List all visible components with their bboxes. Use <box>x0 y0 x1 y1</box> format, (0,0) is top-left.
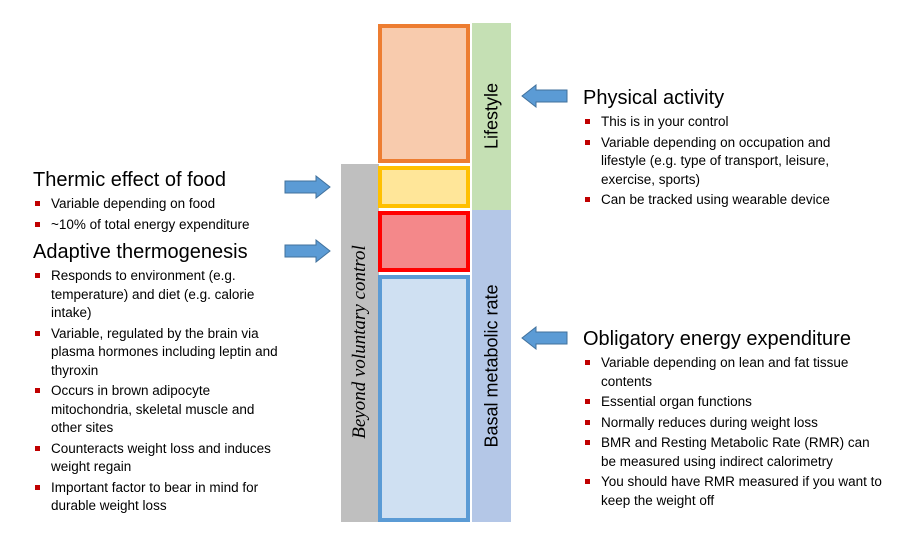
beyond-voluntary-control-bar <box>341 164 379 522</box>
list-item: Counteracts weight loss and induces weig… <box>33 440 288 477</box>
thermic-effect-title: Thermic effect of food <box>33 169 227 191</box>
list-item: You should have RMR measured if you want… <box>583 473 883 510</box>
thermic-effect-section: Thermic effect of food Variable dependin… <box>33 168 283 236</box>
list-item: Variable depending on food <box>33 195 283 214</box>
adaptive-thermogenesis-box <box>378 211 470 272</box>
bmr-box <box>378 275 470 522</box>
physical-activity-section: Physical activity This is in your contro… <box>583 86 863 212</box>
list-item: Responds to environment (e.g. temperatur… <box>33 267 288 323</box>
list-item: Essential organ functions <box>583 393 883 412</box>
obligatory-energy-title: Obligatory energy expenditure <box>583 328 851 350</box>
beyond-voluntary-control-label: Beyond voluntary control <box>349 245 370 439</box>
adaptive-thermogenesis-list: Responds to environment (e.g. temperatur… <box>33 267 288 516</box>
list-item: Variable depending on occupation and lif… <box>583 134 863 190</box>
list-item: Variable, regulated by the brain via pla… <box>33 325 288 381</box>
lifestyle-label: Lifestyle <box>481 82 502 150</box>
physical-activity-box <box>378 24 470 163</box>
physical-activity-list: This is in your control Variable dependi… <box>583 113 863 210</box>
list-item: Normally reduces during weight loss <box>583 414 883 433</box>
obligatory-energy-section: Obligatory energy expenditure Variable d… <box>583 327 893 512</box>
adaptive-thermogenesis-title: Adaptive thermogenesis <box>33 241 248 263</box>
arrow-left-obligatory-icon <box>521 326 568 350</box>
list-item: This is in your control <box>583 113 863 132</box>
arrow-left-activity-icon <box>521 84 568 108</box>
basal-metabolic-rate-label: Basal metabolic rate <box>481 284 502 448</box>
arrow-right-thermic-icon <box>284 175 331 199</box>
basal-metabolic-rate-bar <box>472 210 511 522</box>
lifestyle-bar <box>472 23 511 210</box>
list-item: Occurs in brown adipocyte mitochondria, … <box>33 382 288 438</box>
list-item: ~10% of total energy expenditure <box>33 216 283 235</box>
physical-activity-title: Physical activity <box>583 87 725 109</box>
list-item: Variable depending on lean and fat tissu… <box>583 354 883 391</box>
thermic-effect-box <box>378 166 470 208</box>
obligatory-energy-list: Variable depending on lean and fat tissu… <box>583 354 883 510</box>
list-item: BMR and Resting Metabolic Rate (RMR) can… <box>583 434 883 471</box>
list-item: Important factor to bear in mind for dur… <box>33 479 288 516</box>
adaptive-thermogenesis-section: Adaptive thermogenesis Responds to envir… <box>33 240 288 518</box>
list-item: Can be tracked using wearable device <box>583 191 863 210</box>
arrow-right-adaptive-icon <box>284 239 331 263</box>
thermic-effect-list: Variable depending on food ~10% of total… <box>33 195 283 234</box>
